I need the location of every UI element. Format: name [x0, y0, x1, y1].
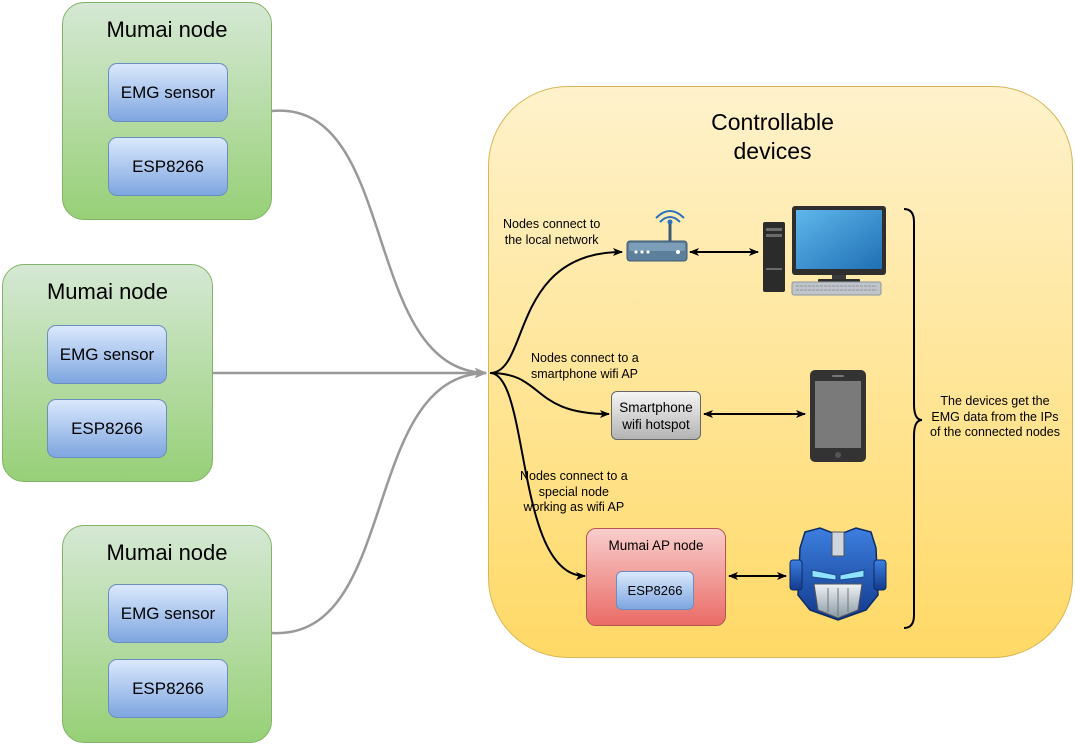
controllable-devices-title: Controllable devices	[655, 108, 890, 166]
label-line: Nodes connect to a	[520, 469, 628, 483]
label-line: Nodes connect to	[503, 217, 601, 231]
special-node-label: Nodes connect to a special node working …	[520, 469, 628, 516]
summary-line: EMG data from the IPs	[931, 409, 1059, 424]
router-icon	[626, 210, 688, 262]
mumai-node-2: Mumai node EMG sensor ESP8266	[2, 264, 213, 482]
mumai-node-title: Mumai node	[106, 540, 228, 565]
label-line: the local network	[504, 232, 599, 247]
mumai-node-3: Mumai node EMG sensor ESP8266	[62, 525, 272, 743]
smartphone-icon	[810, 370, 866, 462]
controllable-title-line1: Controllable	[711, 109, 834, 135]
esp8266-box: ESP8266	[108, 659, 228, 718]
branch-to-router	[489, 248, 623, 374]
devices-brace	[903, 208, 923, 629]
ap-node-title: Mumai AP node	[608, 538, 704, 553]
emg-sensor-box: EMG sensor	[108, 584, 228, 643]
hotspot-line: Smartphone	[619, 399, 693, 415]
smartphone-ap-label: Nodes connect to a smartphone wifi AP	[531, 351, 639, 382]
ap-esp8266-box: ESP8266	[616, 571, 694, 610]
robot-head-icon	[789, 527, 887, 621]
mumai-node-1: Mumai node EMG sensor ESP8266	[62, 2, 272, 220]
mumai-node-title: Mumai node	[46, 279, 169, 304]
label-line: special node	[538, 484, 609, 499]
esp8266-box: ESP8266	[108, 137, 228, 196]
mumai-ap-node: Mumai AP node ESP8266	[586, 528, 726, 626]
local-network-label: Nodes connect to the local network	[503, 217, 600, 248]
mumai-node-title: Mumai node	[106, 17, 228, 42]
devices-summary-label: The devices get the EMG data from the IP…	[930, 394, 1060, 441]
label-line: working as wifi AP	[523, 500, 625, 514]
hotspot-line: wifi hotspot	[622, 416, 690, 432]
label-line: Nodes connect to a	[531, 351, 639, 365]
emg-sensor-box: EMG sensor	[47, 325, 167, 384]
node3-connector	[271, 368, 487, 635]
branch-to-hotspot	[489, 372, 610, 418]
node1-connector	[271, 109, 487, 378]
esp8266-box: ESP8266	[47, 399, 167, 458]
desktop-computer-icon	[763, 206, 886, 296]
emg-sensor-box: EMG sensor	[108, 63, 228, 122]
smartphone-hotspot-box: Smartphone wifi hotspot	[611, 391, 701, 440]
summary-line: The devices get the	[940, 394, 1050, 408]
label-line: smartphone wifi AP	[531, 366, 638, 381]
controllable-devices-container	[488, 86, 1073, 658]
branch-to-apnode	[489, 372, 586, 580]
summary-line: of the connected nodes	[930, 425, 1060, 439]
controllable-title-line2: devices	[733, 138, 812, 164]
